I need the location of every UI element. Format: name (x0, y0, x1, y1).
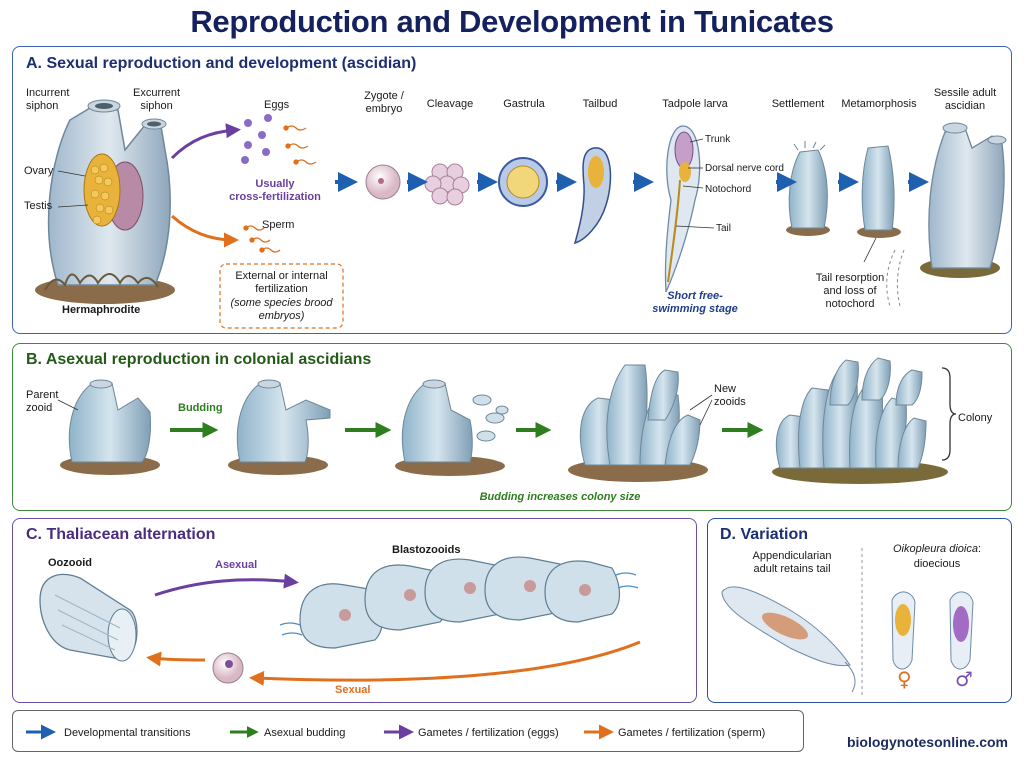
trunk-label: Trunk (705, 134, 731, 145)
parent-zooid-label: Parent zooid (26, 389, 59, 414)
sperm-illustration-2 (243, 225, 281, 253)
oikopleura-species-name: Oikopleura dioica (892, 543, 978, 555)
tadpole-larva-illustration (664, 125, 701, 293)
zygote-illustration (365, 164, 401, 200)
female-symbol: ♀ (897, 667, 912, 691)
eggs-label: Eggs (264, 99, 290, 111)
panel-b (12, 343, 1012, 511)
legend-developmental: Developmental transitions (64, 727, 191, 739)
tadpole-larva-label: Tadpole larva (662, 98, 728, 110)
legend-sperm: Gametes / fertilization (sperm) (618, 727, 765, 739)
budding-zooid-1-illustration (228, 379, 331, 475)
asexual-label: Asexual (215, 559, 258, 571)
sexual-label: Sexual (335, 684, 371, 696)
legend-box (12, 710, 804, 752)
blastozooids-label: Blastozooids (392, 544, 461, 556)
ovary-leader (57, 170, 86, 177)
oikopleura-female-illustration (891, 591, 916, 670)
oozooid-illustration (39, 573, 138, 662)
notochord-label: Notochord (705, 184, 752, 195)
fertilization-label: External or internal fertilization (235, 270, 328, 295)
sperm-label: Sperm (262, 219, 295, 231)
legend-eggs-label: Gametes / fertilization (eggs) (418, 727, 559, 739)
legend-sperm-label: Gametes / fertilization (sperm) (618, 727, 766, 739)
new-zooids-label: New zooids (714, 383, 746, 408)
panel-d (707, 518, 1012, 703)
dioecious-label: dioecious (913, 558, 961, 570)
appendicularian-label: Appendicularian adult retains tail (752, 550, 832, 575)
oikopleura-colon: : (977, 543, 982, 555)
metamorphosis-label: Metamorphosis (841, 98, 917, 110)
eggs-arrow (170, 123, 241, 160)
budding-label: Budding (178, 402, 223, 414)
thaliacean-egg-illustration (212, 652, 244, 684)
tail-resorption-label: Tail resorption and loss of notochord (815, 272, 885, 310)
legend-developmental-label: Developmental transitions (64, 727, 191, 739)
appendicularian-illustration (721, 586, 856, 693)
legend-budding: Asexual budding (264, 727, 345, 739)
blastozooid-chain-illustration (279, 556, 639, 649)
colony-illustration (772, 357, 948, 484)
sexual-arrow (249, 640, 641, 686)
panel-c (12, 518, 697, 703)
panel-a-title: A. Sexual reproduction and development (… (26, 55, 417, 72)
hermaphrodite-ascidian-illustration (35, 99, 175, 304)
sessile-adult-label: Sessile adult ascidian (933, 87, 997, 112)
male-symbol: ♂ (955, 667, 973, 691)
tailbud-illustration (573, 147, 612, 245)
settlement-label: Settlement (771, 98, 825, 110)
panel-b-title: B. Asexual reproduction in colonial asci… (26, 351, 372, 368)
page-title: Reproduction and Development in Tunicate… (190, 4, 834, 39)
sessile-adult-illustration (920, 122, 1007, 278)
free-swimming-label: Short free- swimming stage (652, 290, 738, 315)
budding-increases-label: Budding increases colony size (479, 491, 641, 503)
parent-zooid-illustration (60, 379, 160, 475)
panel-c-title: C. Thaliacean alternation (26, 526, 216, 543)
eggs-illustration (241, 114, 272, 164)
testis-leader (57, 204, 89, 208)
sperm-illustration-1 (283, 125, 317, 165)
cleavage-label: Cleavage (426, 98, 474, 110)
panel-d-title: D. Variation (720, 526, 809, 543)
site-url[interactable]: biologynotesonline.com (846, 734, 1008, 750)
budding-zooid-2-illustration (395, 379, 509, 476)
oikopleura-male-illustration (949, 591, 974, 670)
legend-budding-label: Asexual budding (264, 727, 346, 739)
colony-bracket (941, 367, 957, 461)
incurrent-siphon-label: Incurrent siphon (26, 87, 70, 112)
panel-a (12, 46, 1012, 334)
settlement-illustration (786, 141, 830, 236)
colony-label: Colony (958, 412, 993, 424)
oikopleura-label: Oikopleura dioica: (872, 543, 1002, 556)
brood-label: (some species brood embryos) (230, 297, 333, 322)
gastrula-label: Gastrula (503, 98, 545, 110)
hermaphrodite-label: Hermaphrodite (62, 304, 141, 316)
excurrent-siphon-label: Excurrent siphon (133, 87, 181, 112)
tadpole-leaders (675, 138, 715, 229)
testis-label: Testis (24, 200, 53, 212)
ovary-label: Ovary (24, 165, 54, 177)
gastrula-illustration (498, 157, 548, 207)
cross-fertilization-label: Usually cross-fertilization (229, 178, 321, 203)
oozooid-label: Oozooid (48, 557, 92, 569)
cleavage-illustration (424, 163, 470, 206)
dorsal-nerve-cord-label: Dorsal nerve cord (705, 163, 784, 174)
young-colony-illustration (568, 364, 708, 482)
metamorphosis-illustration (857, 145, 905, 307)
tailbud-label: Tailbud (582, 98, 618, 110)
zygote-label: Zygote / embryo (364, 90, 404, 115)
sperm-arrow (171, 214, 239, 248)
tail-label: Tail (716, 223, 732, 234)
sexual-arrow-2 (146, 651, 206, 667)
legend-eggs: Gametes / fertilization (eggs) (418, 727, 559, 739)
asexual-arrow (154, 573, 299, 597)
